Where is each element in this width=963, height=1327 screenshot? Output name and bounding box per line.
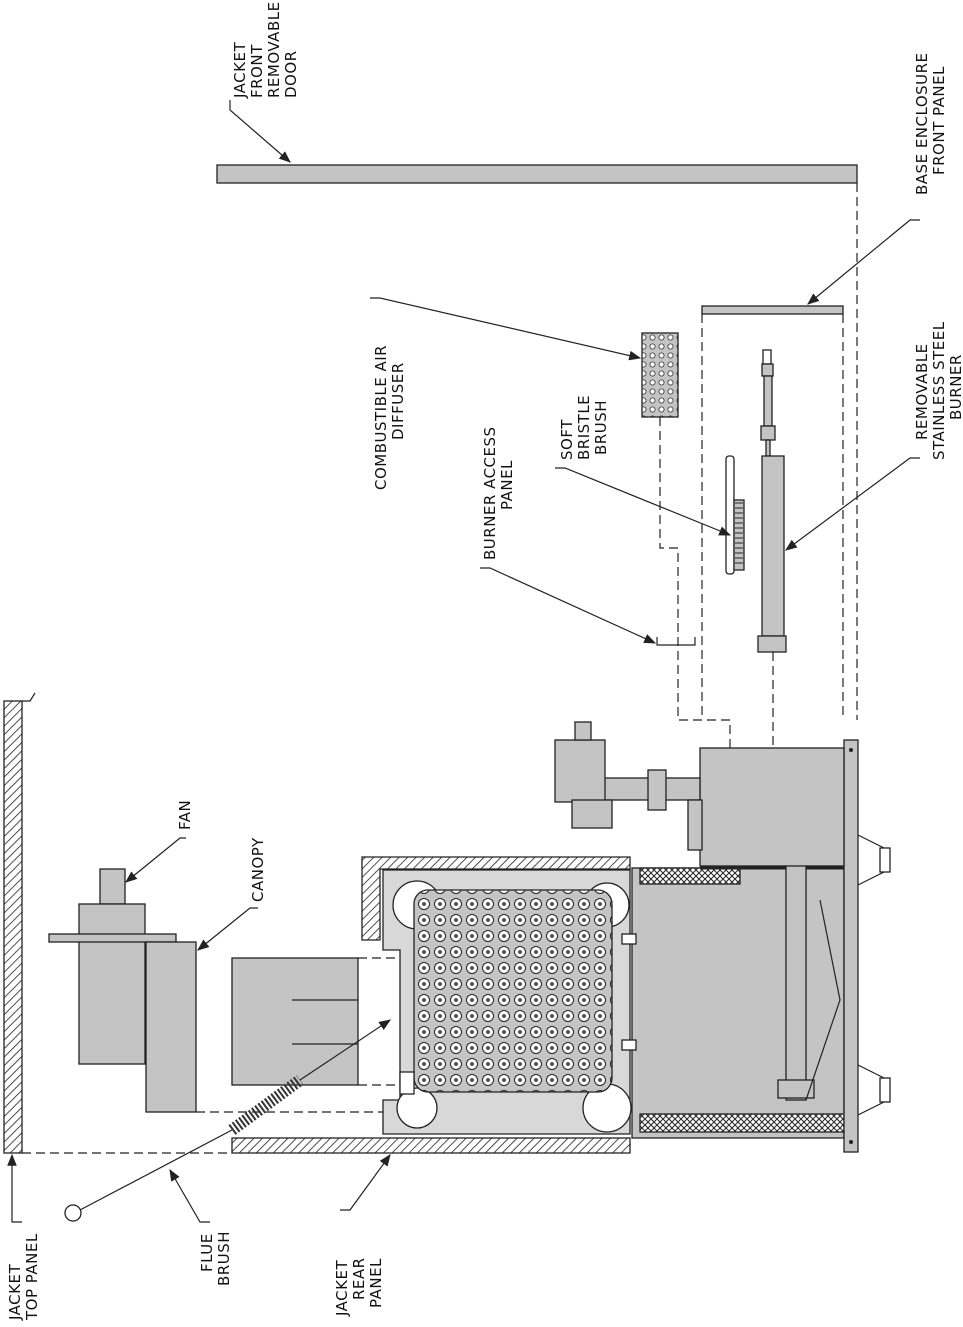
leader-base-enclosure	[807, 219, 920, 305]
label-base-enclosure: BASE ENCLOSURE FRONT PANEL	[913, 52, 948, 195]
leader-burner-access	[480, 567, 657, 644]
svg-text:JACKET: JACKET	[6, 1264, 24, 1321]
canopy	[145, 941, 197, 1113]
gas-valve-assembly	[554, 721, 845, 867]
svg-text:SOFT: SOFT	[558, 419, 576, 460]
label-soft-bristle: SOFT BRISTLE BRUSH	[558, 395, 610, 460]
combustible-air-diffuser	[641, 332, 679, 418]
svg-text:BRUSH: BRUSH	[592, 400, 610, 455]
base-frame	[843, 739, 891, 1153]
svg-text:STAINLESS STEEL: STAINLESS STEEL	[930, 321, 948, 460]
label-canopy: CANOPY	[249, 837, 267, 902]
leader-jacket-top	[7, 1153, 22, 1223]
svg-text:FRONT PANEL: FRONT PANEL	[930, 66, 948, 175]
svg-text:FRONT: FRONT	[248, 44, 266, 98]
flue-brush	[64, 1019, 391, 1222]
label-fan: FAN	[176, 800, 194, 830]
fan	[48, 868, 177, 1065]
label-jacket-top: JACKET TOP PANEL	[6, 1233, 41, 1321]
label-burner-access: BURNER ACCESS PANEL	[481, 426, 516, 560]
label-flue-brush: FLUE BRUSH	[198, 1231, 233, 1286]
leader-removable-burner	[785, 457, 920, 551]
burner-access-panel	[656, 637, 696, 646]
label-jacket-rear: JACKET REAR PANEL	[333, 1257, 385, 1317]
soft-bristle-brush	[725, 455, 745, 575]
jacket-front-door-panel	[216, 164, 858, 184]
svg-text:REMOVABLE: REMOVABLE	[913, 343, 931, 440]
label-combustible-air: COMBUSTIBLE AIR DIFFUSER	[372, 345, 407, 490]
svg-text:FAN: FAN	[176, 800, 194, 830]
svg-text:REMOVABLE: REMOVABLE	[265, 1, 283, 98]
leader-canopy	[197, 907, 258, 951]
svg-text:TOP PANEL: TOP PANEL	[23, 1233, 41, 1321]
removable-burner	[757, 349, 787, 653]
svg-text:PANEL: PANEL	[367, 1258, 385, 1308]
leader-jacket-rear	[340, 1154, 391, 1211]
jacket-top-panel	[3, 700, 23, 1154]
svg-text:BURNER ACCESS: BURNER ACCESS	[481, 426, 499, 560]
svg-text:JACKET: JACKET	[231, 42, 249, 99]
leader-soft-bristle	[555, 467, 732, 536]
leader-flue-brush	[169, 1168, 210, 1223]
svg-text:BRISTLE: BRISTLE	[575, 395, 593, 460]
leader-jacket-front-door	[229, 100, 291, 163]
leader-fan	[125, 837, 186, 883]
heat-exchanger	[382, 869, 632, 1135]
svg-text:COMBUSTIBLE AIR: COMBUSTIBLE AIR	[372, 345, 390, 490]
svg-text:JACKET: JACKET	[333, 1260, 351, 1317]
label-removable-burner: REMOVABLE STAINLESS STEEL BURNER	[913, 321, 963, 460]
svg-text:DIFFUSER: DIFFUSER	[389, 362, 407, 440]
svg-text:BASE ENCLOSURE: BASE ENCLOSURE	[913, 52, 931, 195]
base-enclosure-front-panel	[701, 305, 844, 315]
transition-box	[231, 957, 359, 1086]
svg-text:REAR: REAR	[350, 1257, 368, 1300]
jacket-rear-panel	[231, 1137, 631, 1154]
svg-text:PANEL: PANEL	[498, 460, 516, 510]
label-jacket-front-door: JACKET FRONT REMOVABLE DOOR	[231, 1, 300, 99]
svg-text:BRUSH: BRUSH	[215, 1231, 233, 1286]
svg-text:DOOR: DOOR	[282, 50, 300, 98]
leader-combustible-air	[370, 297, 642, 361]
jacket-front-section	[361, 856, 631, 941]
svg-text:BURNER: BURNER	[947, 354, 963, 420]
svg-text:FLUE: FLUE	[198, 1233, 216, 1272]
svg-text:CANOPY: CANOPY	[249, 837, 267, 902]
